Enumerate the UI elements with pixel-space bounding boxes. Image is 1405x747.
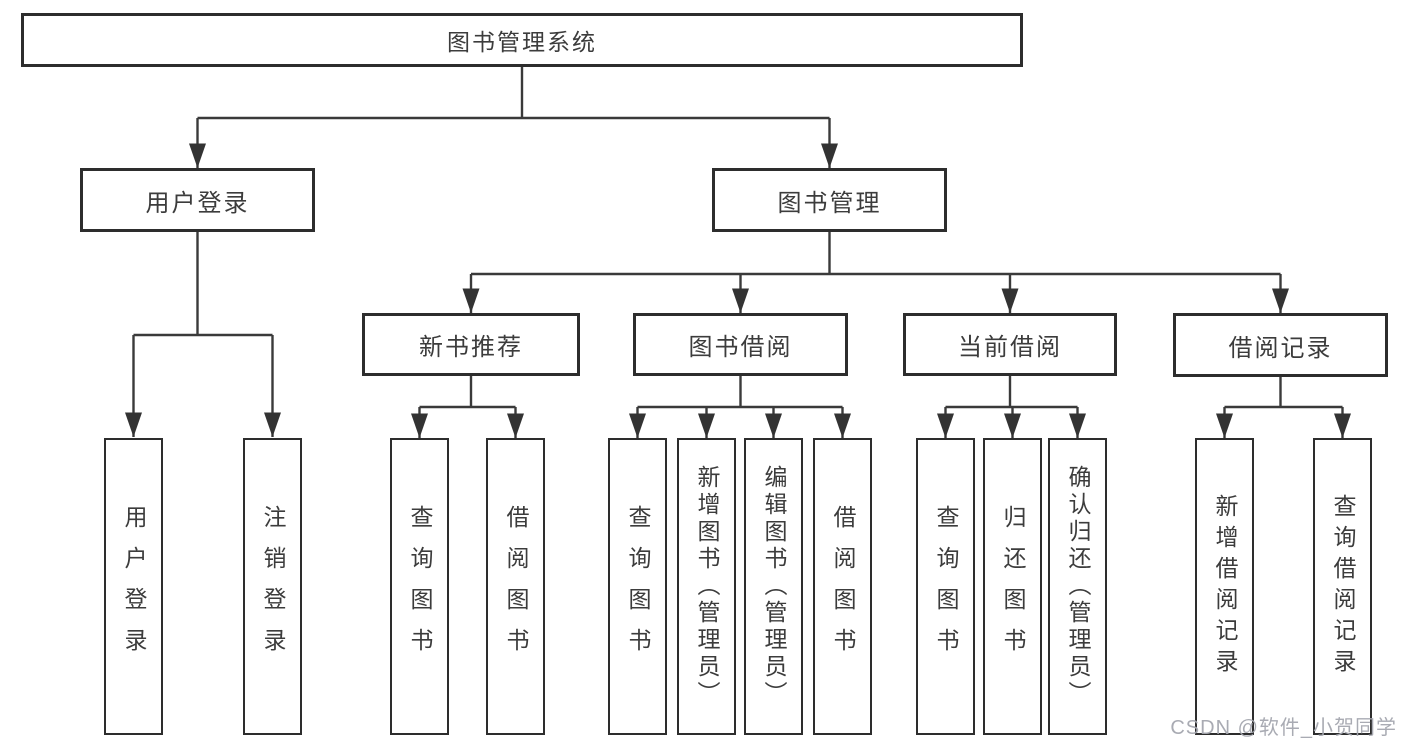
node-label: 图书借阅 [688,334,793,361]
leaf-label: 新增图书（管理员） [694,465,720,708]
node-borrow-records: 借阅记录 [1173,313,1388,377]
leaf-label: 编辑图书（管理员） [761,465,787,708]
leaf-query-books-recommend: 查询图书 [390,438,449,735]
leaf-return-books: 归还图书 [983,438,1042,735]
leaf-label: 用户登录 [121,504,147,669]
leaf-query-books-borrowing: 查询图书 [608,438,667,735]
leaf-label: 确认归还（管理员） [1065,465,1091,708]
leaf-label: 注销登录 [260,504,286,669]
leaf-label: 查询图书 [407,504,433,669]
leaf-label: 查询图书 [933,504,959,669]
node-library-management-system: 图书管理系统 [21,13,1023,67]
node-book-borrowing: 图书借阅 [633,313,848,376]
node-label: 图书管理系统 [447,29,597,55]
leaf-label: 借阅图书 [830,504,856,669]
node-label: 新书推荐 [419,334,523,361]
leaf-logout: 注销登录 [243,438,302,735]
node-label: 用户登录 [145,189,250,217]
node-label: 借阅记录 [1228,334,1333,362]
leaf-confirm-return-admin: 确认归还（管理员） [1048,438,1107,735]
node-book-management: 图书管理 [712,168,947,232]
leaf-add-books-admin: 新增图书（管理员） [677,438,736,735]
leaf-label: 归还图书 [1000,504,1026,669]
leaf-label: 查询图书 [625,504,651,669]
csdn-watermark: CSDN @软件_小贺同学 [1170,717,1397,739]
node-new-book-recommendation: 新书推荐 [362,313,580,376]
leaf-query-books-current: 查询图书 [916,438,975,735]
leaf-user-login: 用户登录 [104,438,163,735]
leaf-borrow-books-recommend: 借阅图书 [486,438,545,735]
node-user-login: 用户登录 [80,168,315,232]
leaf-add-borrow-record: 新增借阅记录 [1195,438,1254,735]
leaf-edit-books-admin: 编辑图书（管理员） [744,438,803,735]
leaf-borrow-books-borrowing: 借阅图书 [813,438,872,735]
node-label: 图书管理 [777,189,882,217]
leaf-label: 借阅图书 [503,504,529,669]
leaf-label: 新增借阅记录 [1212,493,1238,680]
node-label: 当前借阅 [958,334,1062,361]
node-current-borrowing: 当前借阅 [903,313,1117,376]
leaf-query-borrow-record: 查询借阅记录 [1313,438,1372,735]
leaf-label: 查询借阅记录 [1330,493,1356,680]
